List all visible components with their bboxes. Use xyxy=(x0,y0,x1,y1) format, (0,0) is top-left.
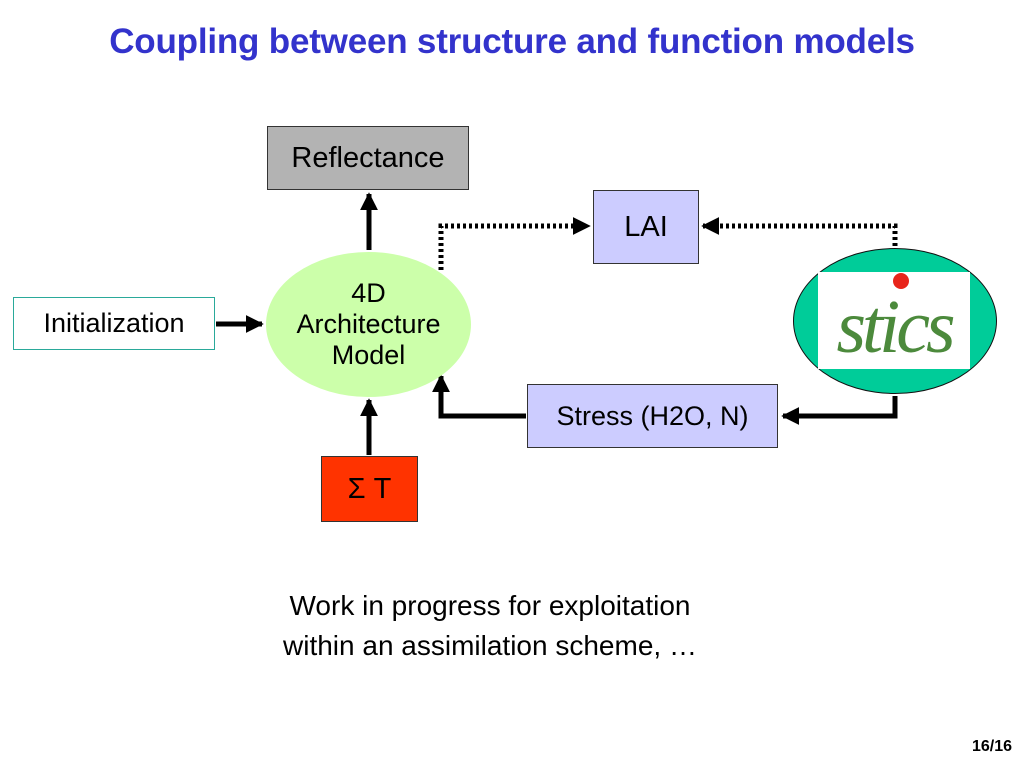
model-line-2: Architecture xyxy=(296,309,441,339)
note-line-1: Work in progress for exploitation xyxy=(289,590,691,621)
slide-title: Coupling between structure and function … xyxy=(109,22,915,61)
stress-box: Stress (H2O, N) xyxy=(527,384,778,448)
model-line-3: Model xyxy=(331,340,406,370)
stics-logo-dot xyxy=(893,273,909,289)
arrow-stics-to-lai-dotted xyxy=(701,217,898,246)
stics-logo-text: stics xyxy=(836,285,954,369)
arrow-stics-to-stress xyxy=(781,396,898,425)
note-line-2: within an assimilation scheme, … xyxy=(283,630,697,661)
model-line-1: 4D xyxy=(351,278,386,308)
sum-t-box: Σ T xyxy=(321,456,418,522)
arrow-model-to-lai-dotted xyxy=(438,217,591,270)
reflectance-box: Reflectance xyxy=(267,126,469,190)
work-in-progress-note: Work in progress for exploitation within… xyxy=(200,586,780,666)
initialization-box: Initialization xyxy=(13,297,215,350)
arrow-stress-to-model xyxy=(432,374,526,419)
lai-box: LAI xyxy=(593,190,699,264)
stics-logo-graphic: stics xyxy=(836,273,958,369)
architecture-model-ellipse: 4D Architecture Model xyxy=(266,252,471,397)
page-number: 16/16 xyxy=(971,738,1012,755)
stics-logo: stics xyxy=(818,272,970,369)
